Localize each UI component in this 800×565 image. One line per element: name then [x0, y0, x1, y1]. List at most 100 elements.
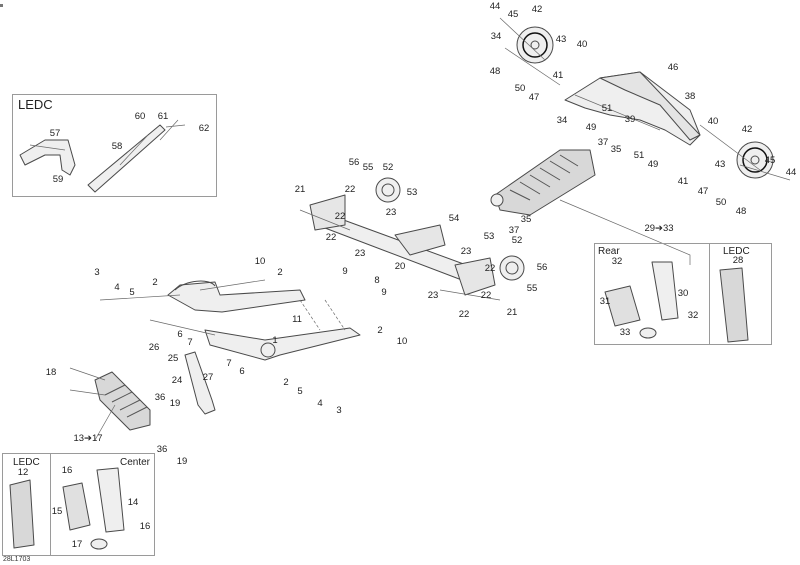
callout-61: 61 — [157, 111, 169, 122]
callout-23: 23 — [354, 248, 366, 259]
callout-49: 49 — [585, 122, 597, 133]
idler-wheel-part — [499, 255, 525, 281]
callout-5: 5 — [129, 287, 135, 298]
ledc-kit-title: LEDC — [18, 97, 53, 112]
callout-47: 47 — [697, 186, 709, 197]
callout-36: 36 — [154, 392, 166, 403]
callout-18: 18 — [45, 367, 57, 378]
callout-38: 38 — [684, 91, 696, 102]
rear-shock-part — [494, 149, 596, 216]
callout-22: 22 — [458, 309, 470, 320]
rear-ledc-title: LEDC — [723, 246, 750, 257]
callout-44: 44 — [489, 1, 501, 12]
callout-9: 9 — [342, 266, 348, 277]
callout-45: 45 — [764, 155, 776, 166]
callout-14: 14 — [127, 497, 139, 508]
callout-6: 6 — [177, 329, 183, 340]
callout-50: 50 — [514, 83, 526, 94]
callout-22: 22 — [344, 184, 356, 195]
callout-2: 2 — [277, 267, 283, 278]
callout-48: 48 — [735, 206, 747, 217]
cross-shaft-part — [324, 214, 481, 286]
callout-32: 32 — [611, 256, 623, 267]
callout-41: 41 — [677, 176, 689, 187]
callout-15: 15 — [51, 506, 63, 517]
callout-62: 62 — [198, 123, 210, 134]
callout-60: 60 — [134, 111, 146, 122]
callout-7: 7 — [187, 337, 193, 348]
callout-52: 52 — [382, 162, 394, 173]
link-part — [184, 351, 216, 415]
callout-56: 56 — [348, 157, 360, 168]
front-shock-part — [94, 371, 151, 431]
rear-box-ledc-shock — [719, 267, 749, 343]
callout-20: 20 — [394, 261, 406, 272]
callout-55: 55 — [526, 283, 538, 294]
callout-45: 45 — [507, 9, 519, 20]
callout-21: 21 — [506, 307, 518, 318]
callout-31: 31 — [599, 296, 611, 307]
callout-22: 22 — [484, 263, 496, 274]
callout-57: 57 — [49, 128, 61, 139]
callout-54: 54 — [448, 213, 460, 224]
callout-43: 43 — [714, 159, 726, 170]
callout-53: 53 — [483, 231, 495, 242]
callout-59: 59 — [52, 174, 64, 185]
callout-16: 16 — [61, 465, 73, 476]
rear-box-ring — [639, 327, 657, 339]
callout-33: 33 — [619, 327, 631, 338]
callout-51: 51 — [633, 150, 645, 161]
callout-39: 39 — [624, 114, 636, 125]
front-arm-lower-part — [204, 327, 361, 361]
callout-48: 48 — [489, 66, 501, 77]
drawing-code: 28L1703 — [3, 556, 31, 563]
callout-8: 8 — [374, 275, 380, 286]
callout-53: 53 — [406, 187, 418, 198]
callout-10: 10 — [396, 336, 408, 347]
callout-34: 34 — [490, 31, 502, 42]
callout-22: 22 — [480, 290, 492, 301]
center-box-spring — [62, 482, 91, 531]
callout-24: 24 — [171, 375, 183, 386]
center-box-ledc-shock — [9, 479, 35, 549]
callout-56: 56 — [536, 262, 548, 273]
callout-4: 4 — [114, 282, 120, 293]
callout-23: 23 — [427, 290, 439, 301]
callout-47: 47 — [528, 92, 540, 103]
callout-27: 27 — [202, 372, 214, 383]
center-box-divider — [50, 454, 51, 555]
callout-2: 2 — [283, 377, 289, 388]
ledc-bracket-part — [19, 139, 76, 176]
callout-52: 52 — [511, 235, 523, 246]
callout-11: 11 — [292, 314, 302, 325]
callout-2: 2 — [377, 325, 383, 336]
callout-9: 9 — [381, 287, 387, 298]
rear-box-damper — [651, 261, 679, 321]
callout-19: 19 — [176, 456, 188, 467]
callout-7: 7 — [226, 358, 232, 369]
callout-42: 42 — [741, 124, 753, 135]
callout-40: 40 — [707, 116, 719, 127]
callout-3: 3 — [336, 405, 342, 416]
callout-25: 25 — [167, 353, 179, 364]
callout-17: 17 — [71, 539, 83, 550]
rear-shock-box: Rear LEDC — [594, 243, 772, 345]
callout-55: 55 — [362, 162, 374, 173]
rear-shock-title: Rear — [598, 246, 620, 257]
callout-1: 1 — [272, 335, 278, 346]
callout-43: 43 — [555, 34, 567, 45]
callout-26: 26 — [148, 342, 160, 353]
callout-28: 28 — [732, 255, 744, 266]
callout-21: 21 — [294, 184, 306, 195]
front-arm-upper-part — [167, 281, 306, 313]
callout-49: 49 — [647, 159, 659, 170]
rear-shock-group-ref: 29➔33 — [644, 223, 674, 234]
center-ledc-title: LEDC — [13, 457, 40, 468]
callout-3: 3 — [94, 267, 100, 278]
callout-5: 5 — [297, 386, 303, 397]
center-box-damper — [96, 467, 125, 533]
callout-30: 30 — [677, 288, 689, 299]
center-title: Center — [120, 457, 151, 468]
